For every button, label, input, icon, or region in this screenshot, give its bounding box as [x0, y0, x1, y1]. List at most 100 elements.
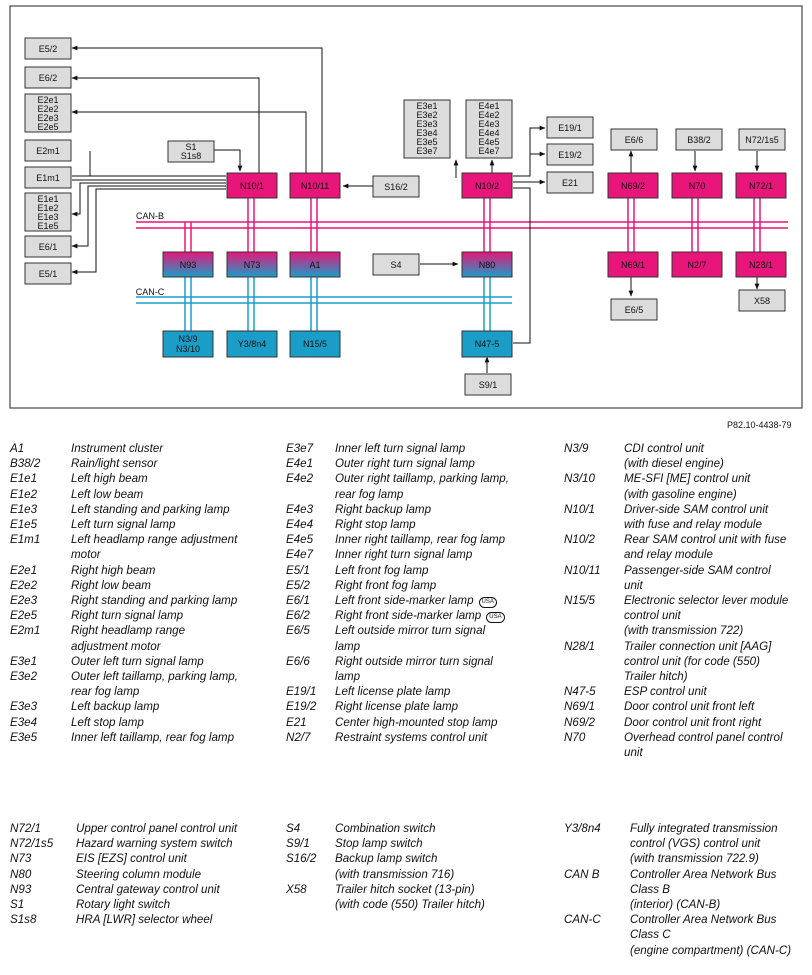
box-e6-2: [24, 66, 72, 89]
legend-code: E4e4: [286, 518, 314, 532]
legend-description: Outer left turn signal lamp: [71, 654, 276, 669]
legend-code: E19/2: [286, 700, 317, 714]
label-e1-group-0: E1e1: [37, 194, 58, 204]
gateway-units: [162, 251, 513, 278]
legend-description-line: Left backup lamp: [71, 700, 160, 714]
box-e3-group: [403, 99, 451, 159]
label-e1-group-3: E1e5: [37, 221, 58, 231]
legend-description: Trailer connection unit [AAG]control uni…: [624, 639, 810, 685]
legend-code: E1m1: [10, 533, 41, 547]
legend-description-line: and relay module: [624, 548, 713, 562]
box-n69-2: [607, 172, 659, 199]
label-e2-group-1: E2e2: [37, 104, 58, 114]
legend-description: Left backup lamp: [71, 699, 276, 714]
legend-code: N73: [10, 852, 32, 866]
usa-badge-icon: USA: [478, 597, 497, 609]
legend-description: Restraint systems control unit: [335, 730, 558, 745]
label-e6-6: E6/6: [625, 135, 644, 145]
legend-code: E1e2: [10, 487, 38, 501]
legend-description-line: Steering column module: [76, 867, 202, 881]
legend-code: CAN B: [564, 867, 600, 881]
legend-description: ME-SFI [ME] control unit(with gasoline e…: [624, 471, 810, 501]
label-e3-group-5: E3e7: [416, 146, 437, 156]
label-e1-group-1: E1e2: [37, 203, 58, 213]
legend-description-line: Trailer hitch): [624, 670, 688, 684]
box-e21: [546, 171, 594, 194]
legend-code: E3e2: [10, 670, 38, 684]
legend-entry: E4e5 Inner right taillamp, rear fog lamp: [286, 532, 558, 547]
legend-description-line: motor: [71, 548, 101, 562]
box-s16-2: [372, 175, 420, 198]
legend-code: N10/2: [564, 533, 595, 547]
label-n70: N70: [689, 181, 706, 191]
legend-description-line: (with gasoline engine): [624, 487, 737, 501]
legend-description-line: control unit (for code (550): [624, 654, 760, 668]
legend-code: N72/1: [10, 822, 41, 835]
box-e4-group: [465, 99, 513, 159]
label-e3-group-0: E3e1: [416, 101, 437, 111]
box-n47-5: [461, 330, 513, 358]
bus-label-can-c: CAN-C: [136, 287, 165, 297]
box-b38-2: [675, 128, 723, 151]
label-n15-5: N15/5: [303, 339, 327, 349]
legend-description-line: Backup lamp switch: [335, 852, 438, 866]
legend-code: N2/7: [286, 730, 311, 744]
can-c-drops: [184, 277, 491, 331]
legend-code: S1: [10, 898, 25, 912]
box-n69-1: [607, 251, 659, 278]
label-e6-1: E6/1: [39, 242, 58, 252]
figure-reference: P82.10-4438-79: [727, 420, 792, 430]
legend-description: Right standing and parking lamp: [71, 593, 276, 608]
legend-description: Outer right taillamp, parking lamp,rear …: [335, 471, 558, 501]
legend-description-line: Stop lamp switch: [335, 837, 423, 851]
legend-description: Outer right turn signal lamp: [335, 456, 558, 471]
legend-code: B38/2: [10, 457, 41, 471]
legend-description: Inner right turn signal lamp: [335, 547, 558, 562]
box-e2-group: [24, 93, 72, 133]
legend-code: E4e7: [286, 548, 314, 562]
legend-code: Y3/8n4: [564, 822, 601, 835]
label-n72-1s5: N72/1s5: [745, 135, 779, 145]
legend-code: E1e5: [10, 518, 38, 532]
label-n28-1: N28/1: [749, 260, 773, 270]
label-a1: A1: [309, 260, 320, 270]
legend-code: E4e5: [286, 533, 314, 547]
legend-description-line: Left license plate lamp: [335, 685, 451, 699]
legend-description: Door control unit front right: [624, 715, 810, 730]
label-e4-group-5: E4e7: [478, 146, 499, 156]
legend-code: E5/2: [286, 578, 310, 592]
legend-description: Left standing and parking lamp: [71, 502, 276, 517]
label-n69-1: N69/1: [621, 260, 645, 270]
label-e1m1: E1m1: [36, 173, 60, 183]
legend-description: Instrument cluster: [71, 441, 276, 456]
label-s1-1: S1s8: [181, 151, 202, 161]
box-e1m1: [24, 166, 72, 189]
legend-description-line: EIS [EZS] control unit: [76, 852, 187, 866]
label-e4-group-3: E4e4: [478, 128, 499, 138]
box-n3-group: [162, 330, 214, 358]
label-s4: S4: [390, 260, 401, 270]
legend-description-line: Inner right taillamp, rear fog lamp: [335, 533, 506, 547]
label-e19-2: E19/2: [558, 150, 582, 160]
legend-description-line: rear fog lamp: [335, 487, 404, 501]
legend-description: Left front fog lamp: [335, 563, 558, 578]
box-n72-1: [735, 172, 787, 199]
